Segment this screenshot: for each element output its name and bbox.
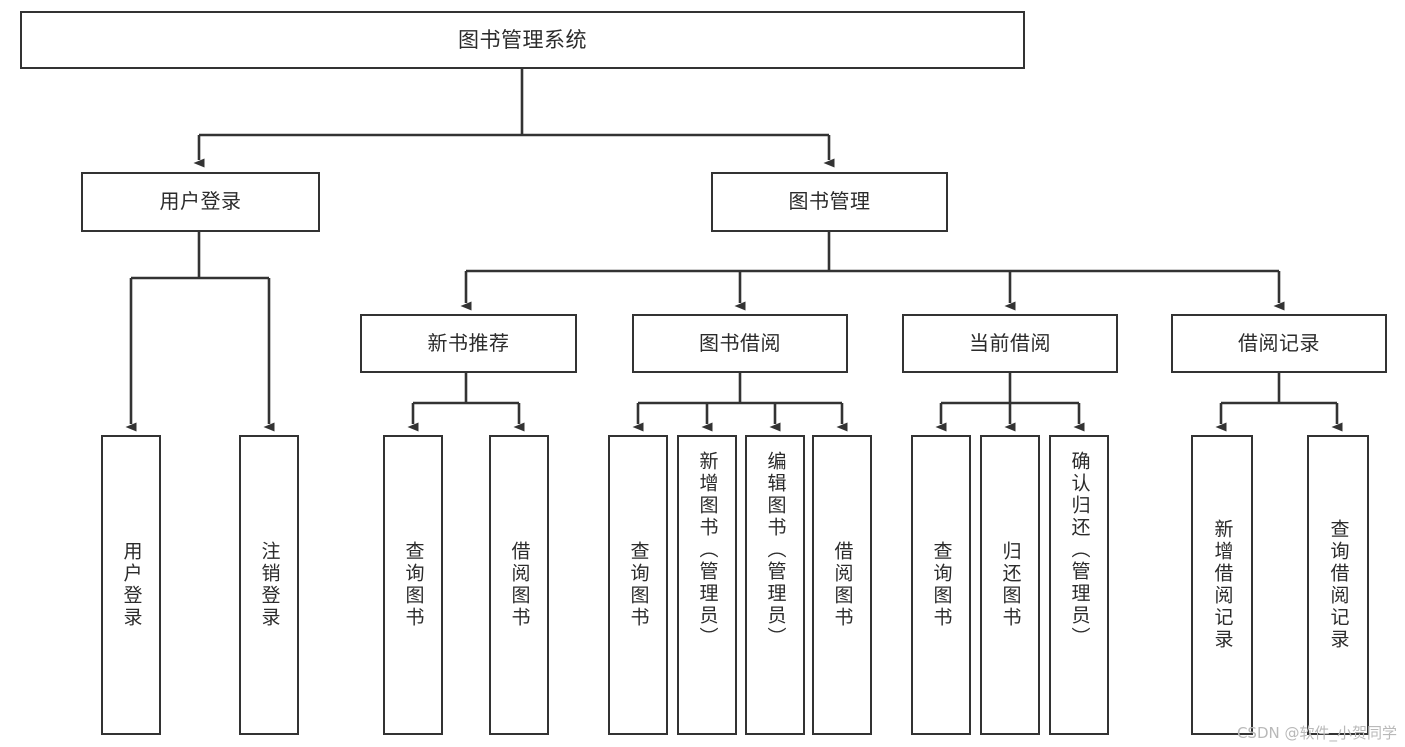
leaf-borrow-record-query-record-label: 查询借阅记录 xyxy=(1327,519,1350,651)
leaf-book-borrow-borrow-book[interactable]: 借阅图书 xyxy=(812,435,872,735)
leaf-current-borrow-confirm-return-admin-label: 确认归还（管理员） xyxy=(1068,451,1091,649)
node-new-book-recommend[interactable]: 新书推荐 xyxy=(360,314,577,373)
leaf-current-borrow-confirm-return-admin[interactable]: 确认归还（管理员） xyxy=(1049,435,1109,735)
leaf-borrow-record-add-record[interactable]: 新增借阅记录 xyxy=(1191,435,1253,735)
node-book-management-label: 图书管理 xyxy=(788,189,871,214)
leaf-new-book-query-book-label: 查询图书 xyxy=(402,541,425,629)
node-book-borrow-label: 图书借阅 xyxy=(699,330,781,355)
leaf-new-book-query-book[interactable]: 查询图书 xyxy=(383,435,443,735)
node-borrow-record-label: 借阅记录 xyxy=(1238,330,1320,355)
leaf-book-borrow-edit-book-admin[interactable]: 编辑图书（管理员） xyxy=(745,435,805,735)
node-new-book-recommend-label: 新书推荐 xyxy=(427,330,510,355)
leaf-borrow-record-query-record[interactable]: 查询借阅记录 xyxy=(1307,435,1369,735)
leaf-new-book-borrow-book-label: 借阅图书 xyxy=(508,541,531,629)
node-user-login[interactable]: 用户登录 xyxy=(81,172,320,232)
node-root-label: 图书管理系统 xyxy=(458,27,587,52)
csdn-watermark: CSDN @软件_小贺同学 xyxy=(1236,724,1397,742)
node-current-borrow-label: 当前借阅 xyxy=(969,330,1051,355)
node-root-book-management-system[interactable]: 图书管理系统 xyxy=(20,11,1025,69)
node-book-borrow[interactable]: 图书借阅 xyxy=(632,314,848,373)
leaf-borrow-record-add-record-label: 新增借阅记录 xyxy=(1211,519,1234,651)
leaf-book-borrow-query-book[interactable]: 查询图书 xyxy=(608,435,668,735)
leaf-user-login-login[interactable]: 用户登录 xyxy=(101,435,161,735)
leaf-book-borrow-add-book-admin[interactable]: 新增图书（管理员） xyxy=(677,435,737,735)
leaf-new-book-borrow-book[interactable]: 借阅图书 xyxy=(489,435,549,735)
leaf-user-login-logout-label: 注销登录 xyxy=(258,541,281,629)
leaf-book-borrow-query-book-label: 查询图书 xyxy=(627,541,650,629)
leaf-user-login-logout[interactable]: 注销登录 xyxy=(239,435,299,735)
leaf-current-borrow-query-book[interactable]: 查询图书 xyxy=(911,435,971,735)
leaf-current-borrow-return-book-label: 归还图书 xyxy=(999,541,1022,629)
node-current-borrow[interactable]: 当前借阅 xyxy=(902,314,1118,373)
leaf-book-borrow-edit-book-admin-label: 编辑图书（管理员） xyxy=(764,451,787,649)
leaf-current-borrow-return-book[interactable]: 归还图书 xyxy=(980,435,1040,735)
leaf-book-borrow-add-book-admin-label: 新增图书（管理员） xyxy=(696,451,719,649)
leaf-current-borrow-query-book-label: 查询图书 xyxy=(930,541,953,629)
node-borrow-record[interactable]: 借阅记录 xyxy=(1171,314,1387,373)
leaf-book-borrow-borrow-book-label: 借阅图书 xyxy=(831,541,854,629)
leaf-user-login-login-label: 用户登录 xyxy=(120,541,143,629)
node-book-management[interactable]: 图书管理 xyxy=(711,172,948,232)
node-user-login-label: 用户登录 xyxy=(159,189,242,214)
